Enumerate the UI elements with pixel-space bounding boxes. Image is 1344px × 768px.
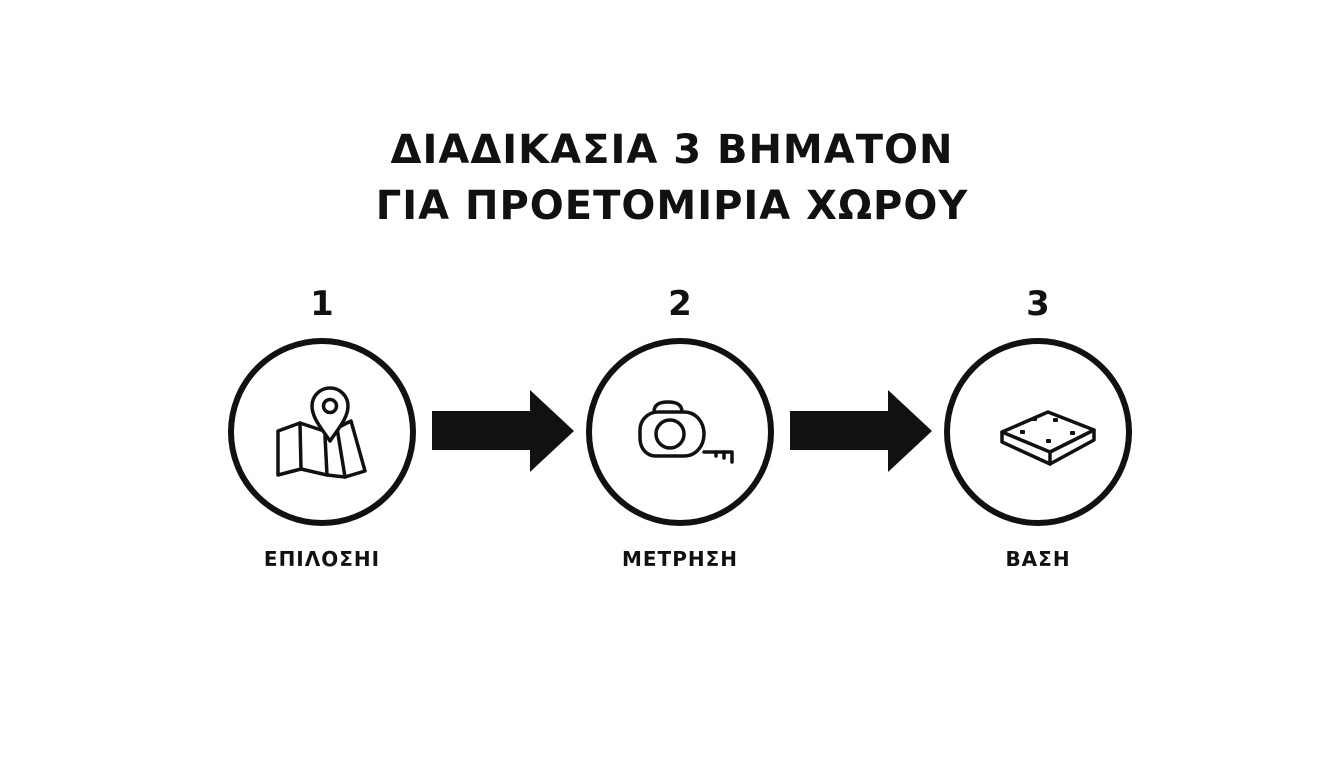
step-3-number: 3	[1026, 284, 1050, 324]
tape-measure-icon	[638, 400, 734, 464]
step-3-label: ΒΑΣΗ	[1005, 547, 1071, 571]
step-2-label: ΜΕΤΡΗΣΗ	[621, 547, 738, 571]
base-slab-icon	[1000, 410, 1096, 466]
step-3-circle	[944, 338, 1132, 526]
arrow-2-to-3	[788, 388, 934, 474]
step-2-number: 2	[668, 284, 692, 324]
map-pin-icon	[276, 386, 367, 479]
arrow-right-icon	[432, 390, 574, 472]
step-2-circle	[586, 338, 774, 526]
title-line-2: ΓΙΑ ΠΡΟΕΤΟΜΙΡΙΑ ΧΩΡΟΥ	[375, 183, 969, 229]
step-1-circle	[228, 338, 416, 526]
step-1-number: 1	[310, 284, 334, 324]
arrow-1-to-2	[430, 388, 576, 474]
title-line-1: ΔΙΑΔΙΚΑΣΙΑ 3 ΒΗΜΑΤΟΝ	[390, 127, 954, 173]
step-1-label: ΕΠΙΛΟΣΗΙ	[263, 547, 381, 571]
arrow-right-icon	[790, 390, 932, 472]
